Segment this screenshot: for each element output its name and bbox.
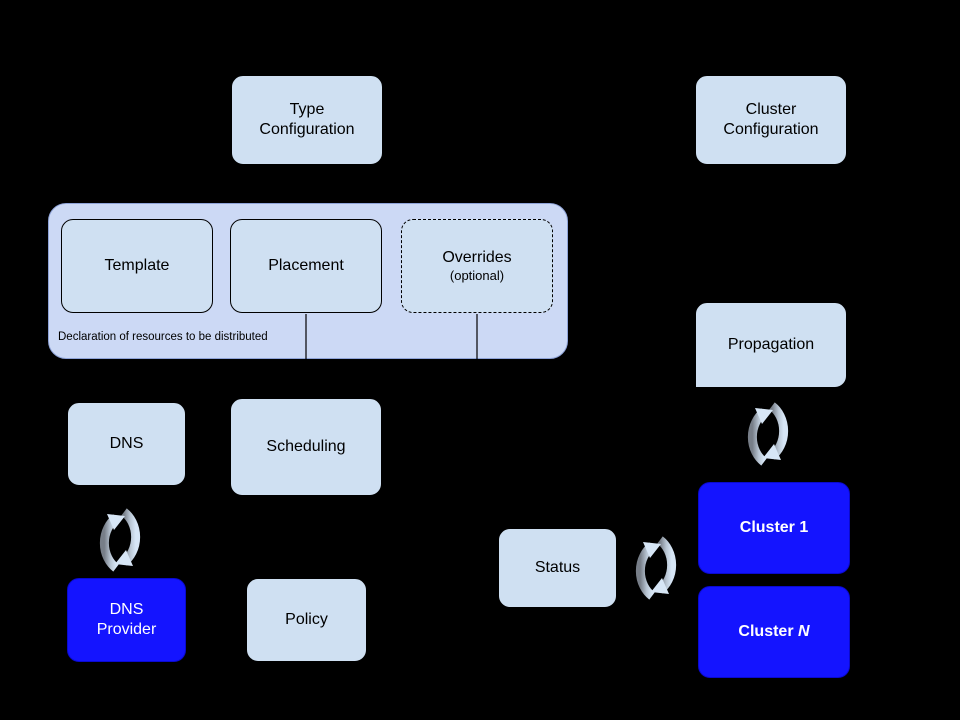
node-dns-provider[interactable]: DNS Provider xyxy=(67,578,186,662)
cluster-n-prefix: Cluster xyxy=(738,623,798,641)
dns-provider-label-line1: DNS xyxy=(109,601,144,619)
node-type-configuration[interactable]: Type Configuration xyxy=(231,75,383,165)
dns-label: DNS xyxy=(109,435,144,453)
node-template[interactable]: Template xyxy=(61,219,213,313)
node-propagation[interactable]: Propagation xyxy=(695,302,847,388)
cluster-n-suffix: N xyxy=(798,623,810,641)
cluster-n-label: Cluster N xyxy=(738,622,809,642)
node-status[interactable]: Status xyxy=(498,528,617,608)
sync-cycle-icon-dns xyxy=(99,508,141,572)
dns-provider-label-line2: Provider xyxy=(96,621,157,638)
node-cluster-1[interactable]: Cluster 1 xyxy=(698,482,850,574)
node-scheduling[interactable]: Scheduling xyxy=(230,398,382,496)
node-cluster-configuration[interactable]: Cluster Configuration xyxy=(695,75,847,165)
type-configuration-label-line2: Configuration xyxy=(259,121,355,138)
placement-label: Placement xyxy=(268,257,344,275)
node-overrides[interactable]: Overrides (optional) xyxy=(401,219,553,313)
cluster-configuration-label-line2: Configuration xyxy=(723,121,819,138)
template-label: Template xyxy=(104,257,170,275)
type-configuration-label-line1: Type xyxy=(289,101,325,119)
status-label: Status xyxy=(534,559,581,577)
cluster-configuration-label-line1: Cluster xyxy=(745,101,797,119)
cluster-1-label: Cluster 1 xyxy=(739,519,809,537)
node-dns[interactable]: DNS xyxy=(67,402,186,486)
overrides-sublabel: (optional) xyxy=(449,267,505,283)
overrides-label: Overrides xyxy=(442,249,512,267)
node-policy[interactable]: Policy xyxy=(246,578,367,662)
propagation-label: Propagation xyxy=(727,336,815,354)
policy-label: Policy xyxy=(285,611,328,629)
declaration-caption: Declaration of resources to be distribut… xyxy=(58,331,268,343)
node-placement[interactable]: Placement xyxy=(230,219,382,313)
sync-cycle-icon-propagation xyxy=(747,402,789,466)
node-cluster-n[interactable]: Cluster N xyxy=(698,586,850,678)
sync-cycle-icon-status xyxy=(635,536,677,600)
scheduling-label: Scheduling xyxy=(266,438,346,456)
